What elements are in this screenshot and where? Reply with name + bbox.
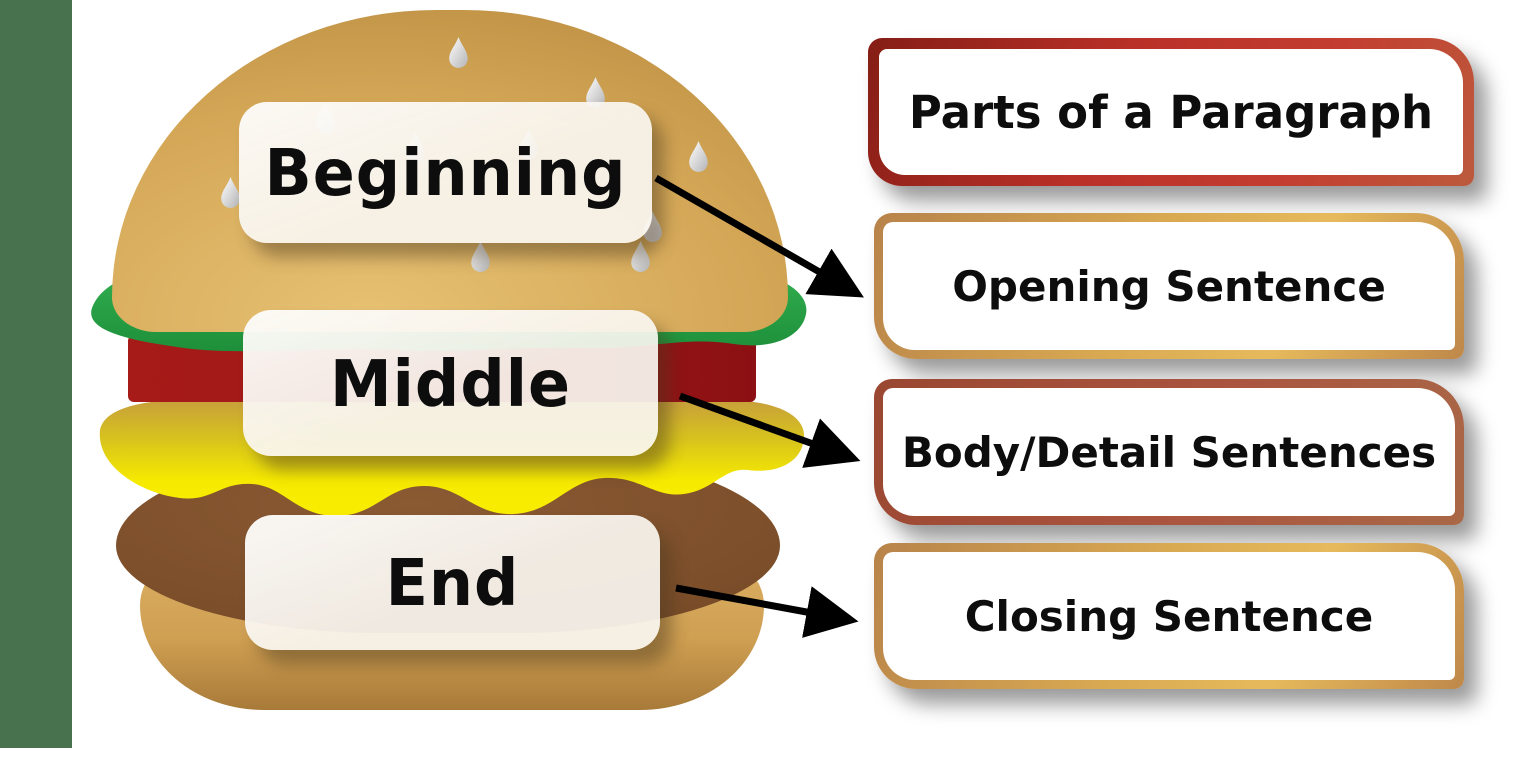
label-end-text: End (385, 544, 520, 621)
left-green-stripe (0, 0, 72, 748)
closing-sentence-inner: Closing Sentence (883, 552, 1455, 680)
closing-sentence-text: Closing Sentence (964, 591, 1374, 641)
body-detail-sentences-text: Body/Detail Sentences (901, 427, 1437, 477)
opening-sentence-text: Opening Sentence (952, 261, 1386, 311)
label-end: End (245, 515, 660, 650)
label-middle-text: Middle (329, 345, 571, 421)
title-box: Parts of a Paragraph (868, 38, 1474, 186)
page-title: Parts of a Paragraph (908, 85, 1434, 139)
label-beginning-text: Beginning (264, 134, 627, 211)
opening-sentence-inner: Opening Sentence (883, 222, 1455, 350)
label-beginning: Beginning (239, 102, 652, 243)
closing-sentence-box: Closing Sentence (874, 543, 1464, 689)
body-detail-sentences-inner: Body/Detail Sentences (883, 388, 1455, 516)
title-box-inner: Parts of a Paragraph (879, 49, 1463, 175)
body-detail-sentences-box: Body/Detail Sentences (874, 379, 1464, 525)
opening-sentence-box: Opening Sentence (874, 213, 1464, 359)
label-middle: Middle (243, 310, 658, 456)
